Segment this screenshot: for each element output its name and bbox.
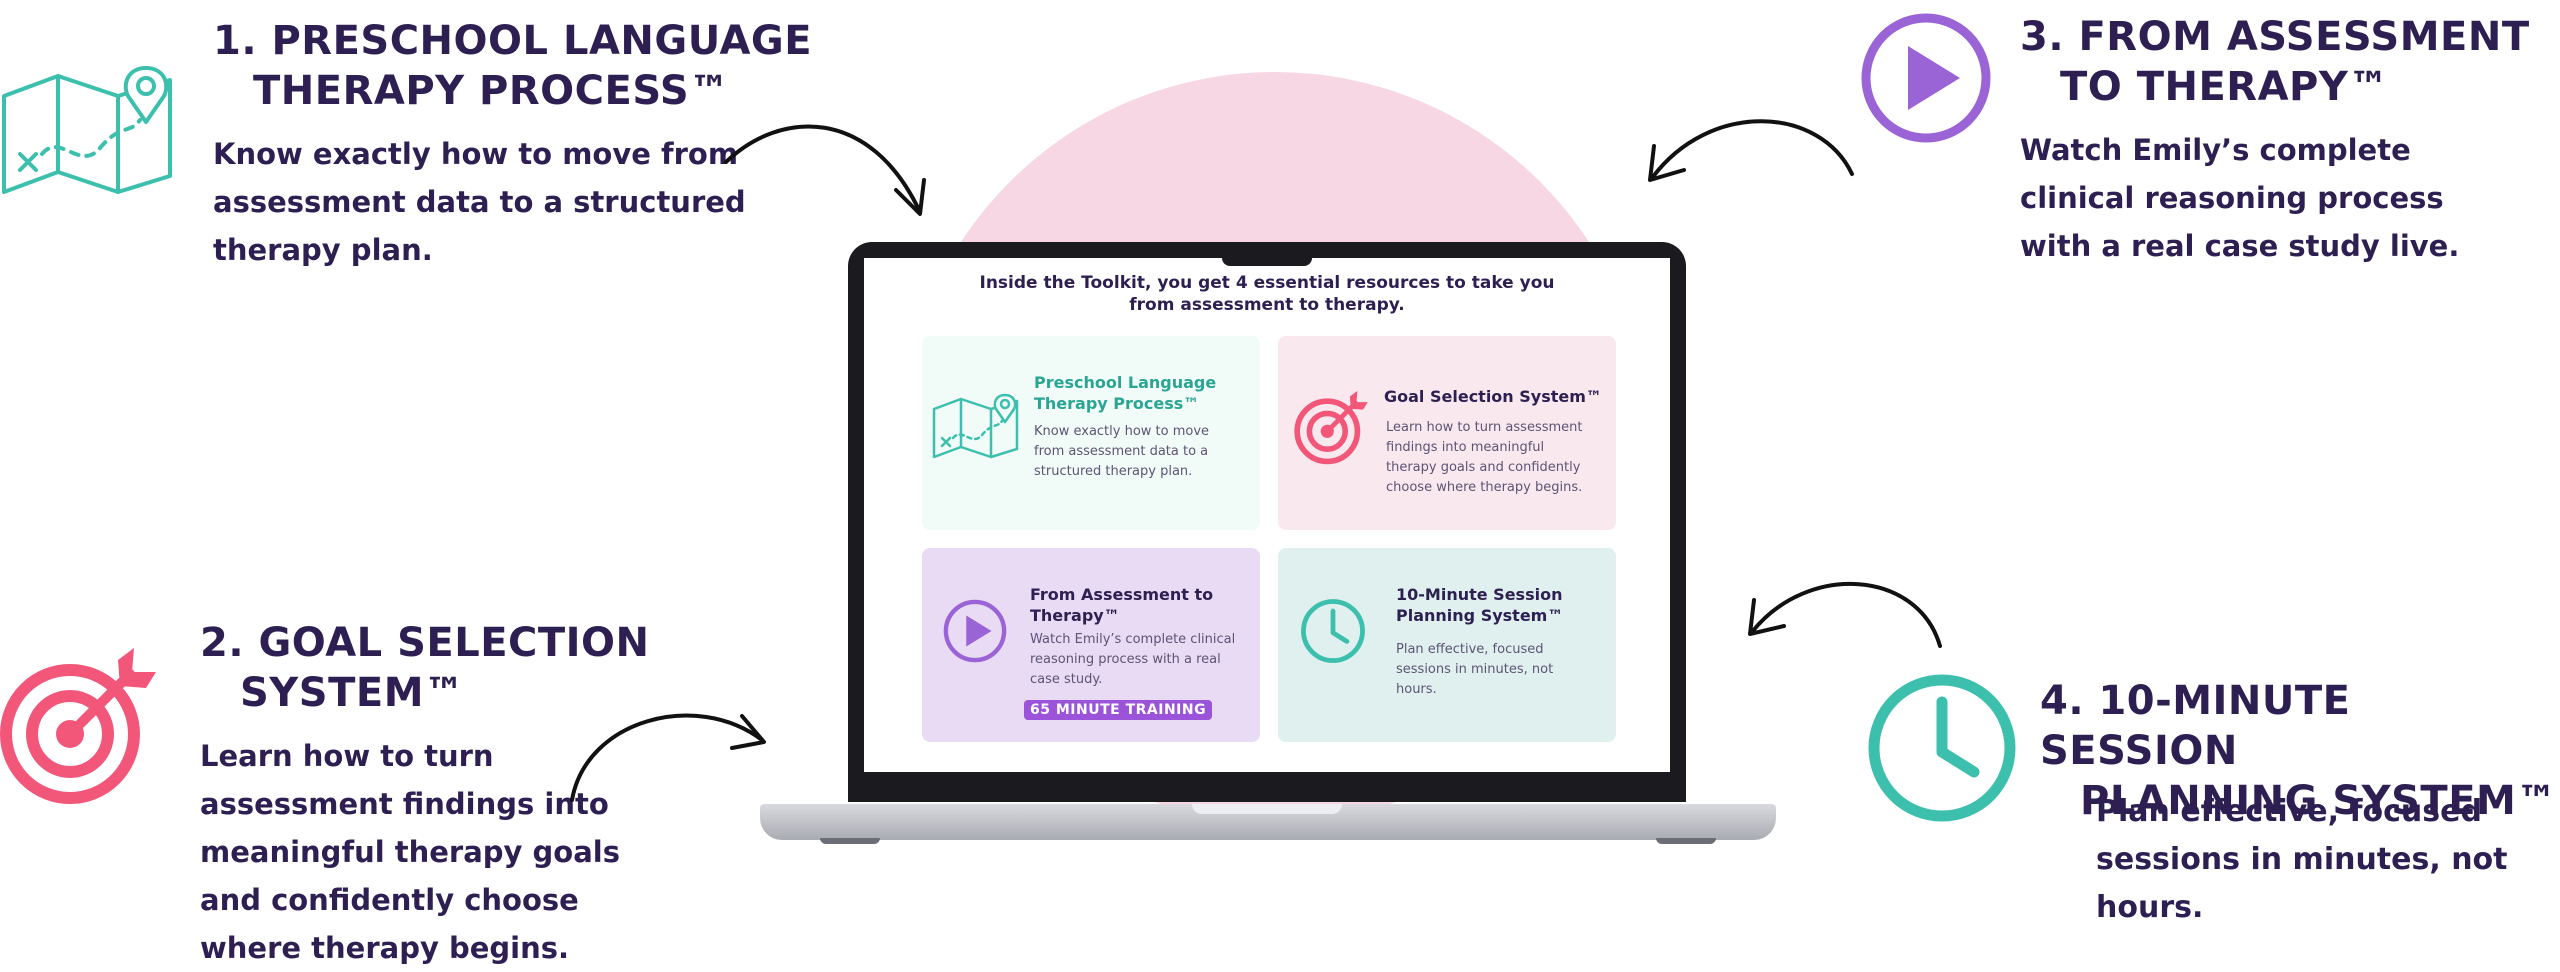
callout-2-heading: 2. GOAL SELECTION SYSTEM™ <box>200 618 720 718</box>
curved-arrow-1 <box>724 124 926 216</box>
card-description: Watch Emily’s complete clinical reasonin… <box>1030 632 1236 687</box>
callout-3-heading: 3. FROM ASSESSMENT TO THERAPY™ <box>2020 12 2540 112</box>
map-icon <box>2 66 172 194</box>
laptop-screen: Inside the Toolkit, you get 4 essential … <box>864 258 1670 772</box>
callout-4-heading-line2: PLANNING SYSTEM™ <box>2080 778 2557 824</box>
laptop-opening-lip <box>1192 804 1342 814</box>
training-badge: 65 MINUTE TRAINING <box>1024 700 1213 720</box>
callout-1-heading: 1. PRESCHOOL LANGUAGE THERAPY PROCESS™ <box>213 16 813 116</box>
clock-icon <box>1301 599 1365 663</box>
card-description: Learn how to turn assessment findings in… <box>1386 420 1583 495</box>
curved-arrow-4 <box>1748 581 1942 648</box>
target-icon <box>0 648 156 804</box>
card-description: Know exactly how to move from assessment… <box>1034 424 1210 479</box>
callout-3-heading-line2: TO THERAPY™ <box>2060 64 2389 110</box>
target-icon <box>1294 390 1368 465</box>
laptop-camera-notch <box>1222 248 1312 266</box>
card-title: Preschool Language Therapy Process™ <box>1034 373 1217 413</box>
callout-2-heading-line1: 2. GOAL SELECTION <box>200 620 650 666</box>
callout-1-heading-line1: 1. PRESCHOOL LANGUAGE <box>213 18 813 64</box>
callout-4-heading-line1: 4. 10-MINUTE SESSION <box>2040 678 2351 774</box>
card-title: 10-Minute Session Planning System™ <box>1396 585 1564 625</box>
callout-1-body: Know exactly how to move from assessment… <box>213 137 746 267</box>
toolkit-intro-line1: Inside the Toolkit, you get 4 essential … <box>979 273 1555 293</box>
laptop-foot-right <box>1656 838 1716 844</box>
callout-4-heading: 4. 10-MINUTE SESSION PLANNING SYSTEM™ <box>2040 676 2560 826</box>
curved-arrow-3 <box>1648 119 1854 182</box>
callout-3-heading-line1: 3. FROM ASSESSMENT <box>2020 14 2530 60</box>
clock-icon <box>1868 674 2016 822</box>
toolkit-intro-line2: from assessment to therapy. <box>1129 295 1405 315</box>
callout-4-body: Plan effective, focused sessions in minu… <box>2096 794 2508 925</box>
resource-card-assessment-to-therapy: From Assessment to Therapy™ Watch Emily’… <box>922 548 1260 742</box>
toolkit-intro: Inside the Toolkit, you get 4 essential … <box>864 272 1670 316</box>
callout-3-body: Watch Emily’s complete clinical reasonin… <box>2020 133 2460 263</box>
card-description: Plan effective, focused sessions in minu… <box>1396 642 1554 697</box>
card-title: From Assessment to Therapy™ <box>1030 585 1214 625</box>
callout-1-heading-line2: THERAPY PROCESS™ <box>253 68 730 114</box>
callout-2-heading-line2: SYSTEM™ <box>240 670 465 716</box>
play-icon <box>943 599 1007 663</box>
resource-card-goal-selection: Goal Selection System™ Learn how to turn… <box>1278 336 1616 530</box>
curved-arrow-2 <box>570 713 766 802</box>
map-icon <box>932 393 1019 459</box>
callout-2-body: Learn how to turn assessment findings in… <box>200 739 621 965</box>
laptop-foot-left <box>820 838 880 844</box>
card-title: Goal Selection System™ <box>1384 387 1602 406</box>
resource-card-therapy-process: Preschool Language Therapy Process™ Know… <box>922 336 1260 530</box>
play-icon <box>1861 13 1991 143</box>
resource-card-session-planning: 10-Minute Session Planning System™ Plan … <box>1278 548 1616 742</box>
